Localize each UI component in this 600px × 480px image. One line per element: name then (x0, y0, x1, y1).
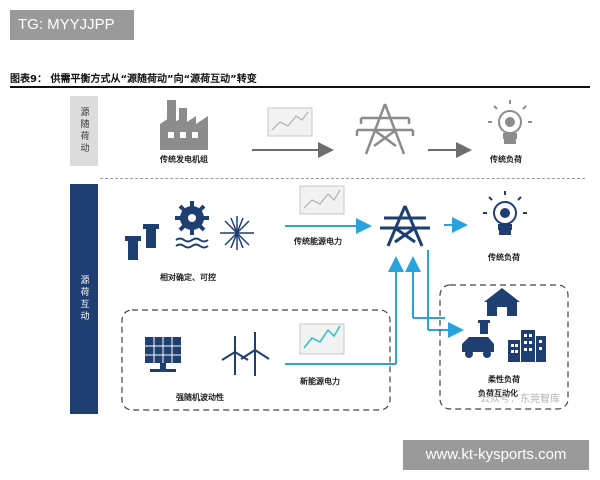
chart-icon (299, 185, 345, 215)
watermark: 公众号：东莞智库 (480, 394, 560, 405)
relatively-certain-label: 相对确定、可控 (160, 273, 216, 282)
lightbulb-icon (488, 100, 532, 144)
lightbulb-icon (483, 191, 527, 235)
title-rule (10, 86, 590, 88)
chart-icon (267, 107, 313, 137)
pylon-icon (380, 205, 430, 247)
house-icon (484, 288, 520, 316)
source-follows-load-label: 源随荷动 (70, 96, 98, 166)
flexible-load-group-box (439, 284, 569, 410)
tag-badge: TG: MYYJJPP (10, 10, 134, 40)
pylon-icon (355, 103, 415, 155)
traditional-energy-power-label: 传统能源电力 (294, 237, 342, 246)
chart-icon (299, 323, 345, 355)
water-turbine-icon (125, 224, 159, 260)
traditional-generators-label: 传统发电机组 (160, 155, 208, 164)
new-energy-group-box (121, 309, 391, 411)
section-divider (100, 178, 585, 179)
website-overlay: www.kt-kysports.com (403, 440, 589, 470)
factory-icon (160, 100, 208, 150)
sunburst-icon (220, 216, 254, 250)
traditional-load-top-label: 传统负荷 (490, 155, 522, 164)
wind-turbine-icon (221, 332, 270, 376)
source-load-interaction-label: 源荷互动 (70, 184, 98, 414)
solar-panel-icon (145, 337, 181, 372)
traditional-load-bottom-label: 传统负荷 (488, 253, 520, 262)
buildings-icon (508, 330, 546, 362)
load-interaction-label: 负荷互动化 (478, 389, 518, 398)
ev-charging-icon (462, 320, 494, 358)
strong-volatility-label: 强随机波动性 (176, 393, 224, 402)
flexible-load-label: 柔性负荷 (488, 375, 520, 384)
new-energy-power-label: 新能源电力 (300, 377, 340, 386)
figure-title: 图表9： 供需平衡方式从“源随荷动”向“源荷互动”转变 (10, 74, 257, 85)
gear-icon (175, 201, 209, 249)
